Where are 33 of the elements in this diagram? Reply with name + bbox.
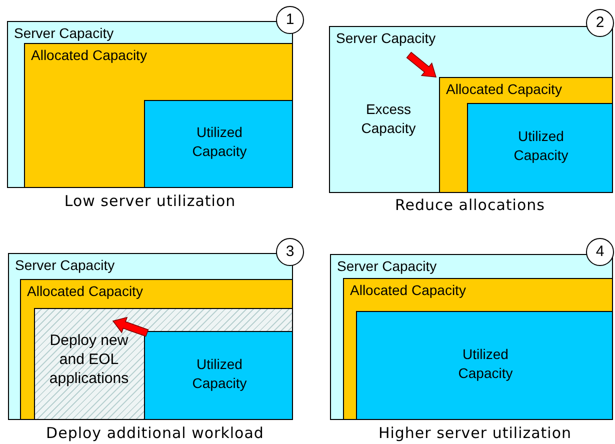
utilized-capacity-box <box>144 100 293 188</box>
allocated-capacity-box <box>24 43 293 188</box>
panel-caption: Deploy additional workload <box>46 424 264 442</box>
hatched-workload-box <box>34 308 293 420</box>
box-label: Utilized Capacity <box>191 123 248 161</box>
box-label: Deploy new and EOL applications <box>48 331 130 388</box>
box-label: Utilized Capacity <box>512 127 570 165</box>
box-label: Server Capacity <box>337 257 437 276</box>
step-number-circle: 2 <box>586 9 614 37</box>
server-capacity-box <box>330 254 613 420</box>
box-label: Allocated Capacity <box>446 80 562 99</box>
panel-caption: Reduce allocations <box>395 196 545 214</box>
box-label: Server Capacity <box>336 29 436 48</box>
box-label: Server Capacity <box>14 24 114 43</box>
panel-caption: Low server utilization <box>64 192 236 210</box>
box-label: Utilized Capacity <box>191 354 248 392</box>
step-number-circle: 3 <box>276 238 304 266</box>
allocated-capacity-box <box>343 278 613 420</box>
step-number-circle: 4 <box>586 238 614 266</box>
box-label: Allocated Capacity <box>350 281 466 300</box>
allocated-capacity-box <box>439 77 613 193</box>
step-number-circle: 1 <box>276 6 304 34</box>
panel-caption: Higher server utilization <box>378 424 572 442</box>
box-label: Server Capacity <box>15 256 115 275</box>
utilized-capacity-box <box>356 311 613 420</box>
box-label: Utilized Capacity <box>457 344 514 382</box>
box-label: Excess Capacity <box>360 100 417 138</box>
utilized-capacity-box <box>144 331 293 420</box>
box-label: Allocated Capacity <box>27 282 143 301</box>
utilized-capacity-box <box>467 103 613 193</box>
allocated-capacity-box <box>20 279 293 420</box>
box-label: Allocated Capacity <box>31 46 147 65</box>
server-capacity-box <box>329 26 613 193</box>
